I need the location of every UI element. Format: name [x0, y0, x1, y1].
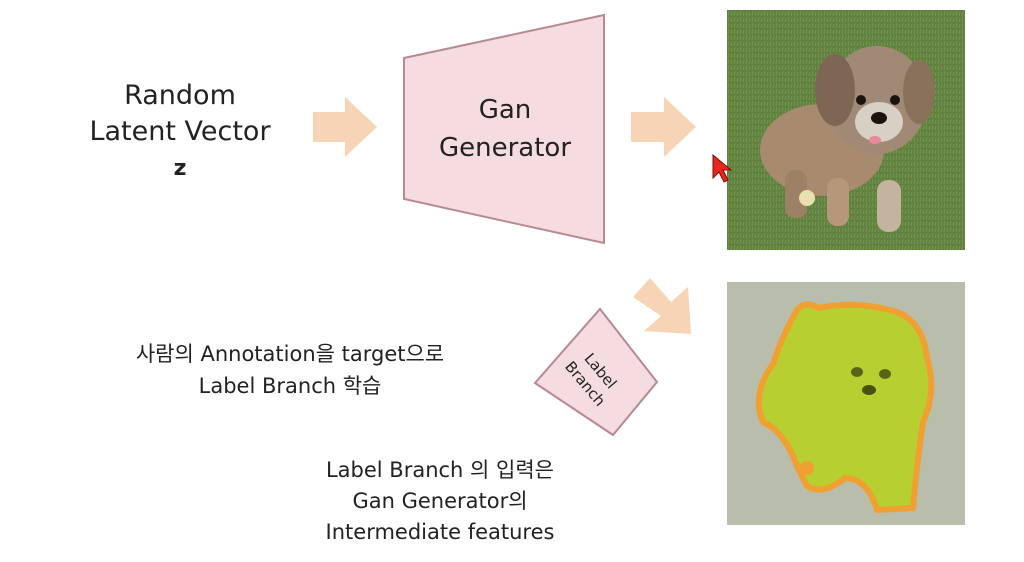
latent-z-symbol: z [160, 156, 200, 181]
annotation-note: 사람의 Annotation을 target으로 Label Branch 학습 [80, 338, 500, 402]
latent-title-line2: Latent Vector [60, 114, 300, 150]
generated-dog-image [727, 10, 965, 250]
input-note: Label Branch 의 입력은 Gan Generator의 Interm… [280, 455, 600, 548]
arrow-to-generator [313, 97, 377, 157]
arrow-to-image [631, 97, 696, 157]
generator-label-line2: Generator [439, 133, 571, 163]
annotation-note-line1: 사람의 Annotation을 target으로 [80, 338, 500, 370]
segmentation-mask-image [727, 282, 965, 525]
latent-vector-title: Random Latent Vector [60, 78, 300, 150]
mouse-cursor-icon [712, 154, 734, 184]
input-note-line2: Gan Generator의 [280, 486, 600, 517]
generator-label-line1: Gan [479, 95, 532, 125]
generator-block [404, 15, 604, 243]
arrow-to-segmentation [633, 278, 691, 334]
annotation-note-line2: Label Branch 학습 [80, 370, 500, 402]
input-note-line3: Intermediate features [280, 517, 600, 548]
latent-title-line1: Random [60, 78, 300, 114]
input-note-line1: Label Branch 의 입력은 [280, 455, 600, 486]
